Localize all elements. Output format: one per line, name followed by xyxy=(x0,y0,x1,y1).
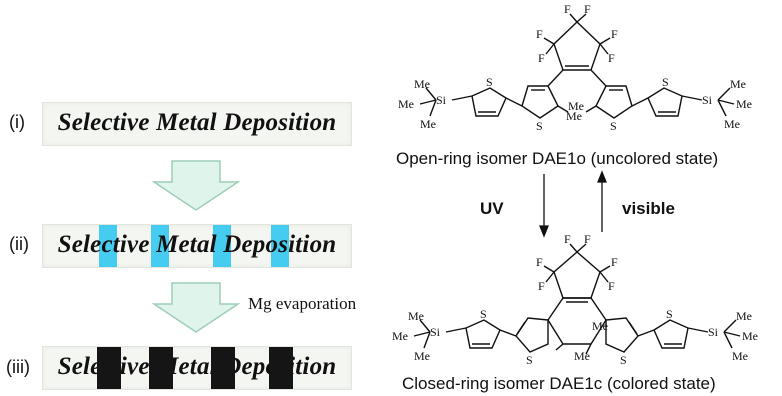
blue-band-4 xyxy=(271,225,289,267)
closed-isomer-caption: Closed-ring isomer DAE1c (colored state) xyxy=(402,374,716,393)
atom-me: Me xyxy=(736,309,752,323)
atom-s: S xyxy=(526,353,533,367)
blue-band-2 xyxy=(151,225,169,267)
atom-f: F xyxy=(611,27,618,41)
open-isomer-caption: Open-ring isomer DAE1o (uncolored state) xyxy=(396,149,719,168)
atom-f: F xyxy=(608,279,615,293)
strip-i: Selective Metal Deposition xyxy=(42,102,352,146)
black-band-3 xyxy=(211,347,235,389)
step-label-ii: (ii) xyxy=(9,234,29,254)
atom-me: Me xyxy=(408,309,424,323)
atom-me: Me xyxy=(742,329,758,343)
atom-s: S xyxy=(610,119,617,133)
black-band-2 xyxy=(149,347,173,389)
atom-me: Me xyxy=(592,319,608,333)
blue-band-3 xyxy=(213,225,231,267)
atom-f: F xyxy=(564,2,571,16)
atom-me: Me xyxy=(724,117,740,131)
atom-me: Me xyxy=(420,117,436,131)
down-arrow-2 xyxy=(151,282,241,333)
molecule-structures: F F F F F F S S S S Si Si Me Me Me Me Me… xyxy=(392,2,758,367)
atom-me: Me xyxy=(566,109,582,123)
atom-me: Me xyxy=(574,349,590,363)
atom-s: S xyxy=(486,75,493,89)
atom-f: F xyxy=(538,51,545,65)
atom-me: Me xyxy=(398,97,414,111)
atom-me: Me xyxy=(392,329,408,343)
atom-s: S xyxy=(666,307,673,321)
atom-f: F xyxy=(611,255,618,269)
atom-me: Me xyxy=(568,99,584,113)
strip-iii: Selective Metal Deposition xyxy=(42,346,352,390)
atom-si: Si xyxy=(436,93,447,107)
atom-si: Si xyxy=(430,325,441,339)
atom-f: F xyxy=(564,232,571,246)
strip-text-iii: Selective Metal Deposition xyxy=(57,353,337,380)
strip-text-i: Selective Metal Deposition xyxy=(57,109,337,136)
atom-me: Me xyxy=(414,349,430,363)
strip-text-ii: Selective Metal Deposition xyxy=(57,231,337,258)
step-label-iii: (iii) xyxy=(6,357,30,377)
atom-me: Me xyxy=(736,97,752,111)
atom-f: F xyxy=(536,255,543,269)
visible-label: visible xyxy=(622,199,675,218)
black-band-4 xyxy=(269,347,293,389)
uv-label: UV xyxy=(480,199,504,218)
step-label-i: (i) xyxy=(9,112,25,132)
atom-f: F xyxy=(538,279,545,293)
atom-s: S xyxy=(480,307,487,321)
black-band-1 xyxy=(97,347,121,389)
evaporation-label: Mg evaporation xyxy=(248,294,357,313)
atom-me: Me xyxy=(732,349,748,363)
down-arrow-1 xyxy=(151,160,241,211)
atom-me: Me xyxy=(414,77,430,91)
atom-si: Si xyxy=(708,325,719,339)
atom-f: F xyxy=(608,51,615,65)
atom-f: F xyxy=(584,232,591,246)
atom-f: F xyxy=(584,2,591,16)
atom-me: Me xyxy=(730,77,746,91)
strip-ii: Selective Metal Deposition xyxy=(42,224,352,268)
blue-band-1 xyxy=(99,225,117,267)
atom-si: Si xyxy=(702,93,713,107)
atom-f: F xyxy=(536,27,543,41)
atom-s: S xyxy=(620,353,627,367)
atom-s: S xyxy=(536,119,543,133)
atom-s: S xyxy=(662,75,669,89)
